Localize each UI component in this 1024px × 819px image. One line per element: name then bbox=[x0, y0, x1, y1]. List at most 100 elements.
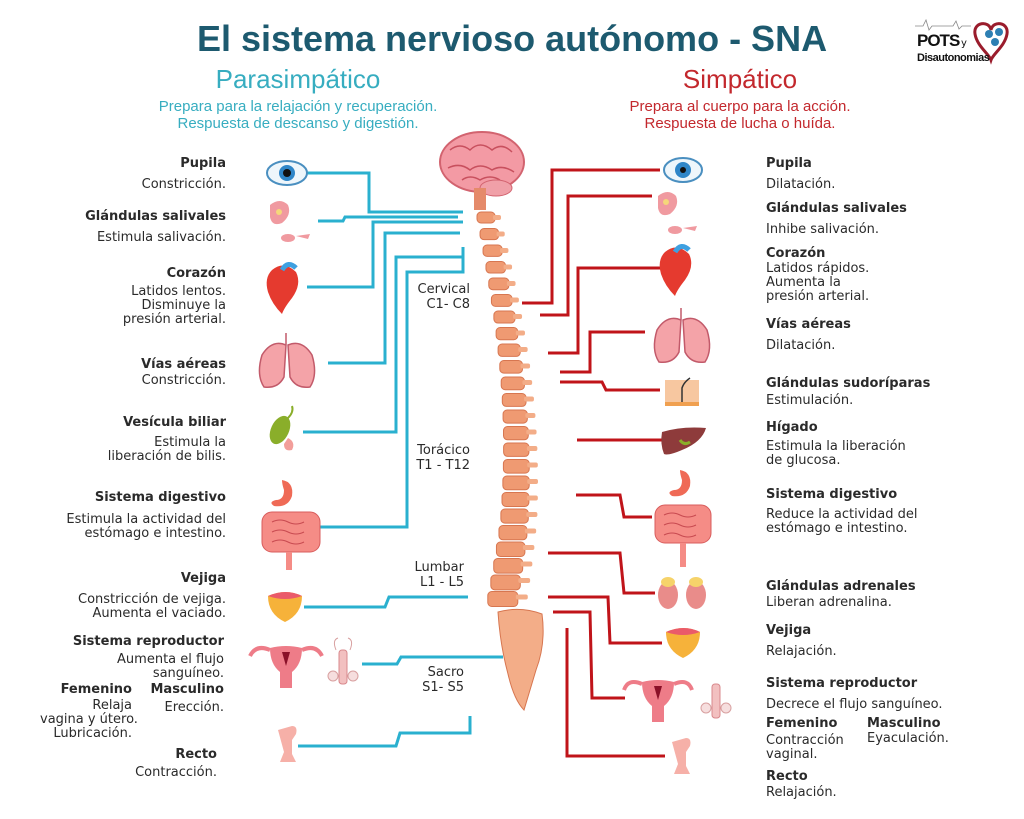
sympathetic-nerve-lines bbox=[522, 168, 665, 758]
vertebra-process bbox=[525, 413, 536, 418]
item-desc: Constricción. bbox=[141, 177, 226, 192]
item-desc: Relajación. bbox=[766, 644, 837, 659]
segment-name: Cervical bbox=[417, 282, 470, 297]
skin-icon bbox=[665, 377, 699, 406]
item-title: Vías aéreas bbox=[766, 317, 851, 332]
vertebra-process bbox=[496, 231, 505, 237]
stomach-icon bbox=[669, 470, 691, 497]
vertebra bbox=[495, 327, 519, 341]
male-title: Masculino bbox=[867, 716, 941, 731]
heart-icon bbox=[659, 244, 692, 296]
vertebra-process bbox=[515, 330, 525, 336]
vertebra-process bbox=[527, 479, 538, 484]
vertebra bbox=[476, 211, 496, 224]
vertebra bbox=[498, 525, 528, 541]
lungs-icon bbox=[258, 333, 316, 389]
gallbladder-icon bbox=[269, 405, 294, 451]
item-title: Glándulas adrenales bbox=[766, 579, 916, 594]
item-desc: Estimula la actividad del estómago e int… bbox=[66, 512, 226, 541]
item-desc: Constricción de vejiga. Aumenta el vacia… bbox=[78, 592, 226, 621]
vertebra bbox=[490, 294, 513, 307]
intestine-icon bbox=[654, 504, 712, 567]
logo-text: POTS bbox=[917, 31, 960, 50]
item-desc: Reduce la actividad del estómago e intes… bbox=[766, 507, 918, 536]
item-title: Glándulas salivales bbox=[85, 209, 226, 224]
male-desc: Erección. bbox=[164, 700, 224, 715]
vertebra bbox=[500, 376, 525, 391]
item-title: Vías aéreas bbox=[141, 357, 226, 372]
parasympathetic-heading: Parasimpático bbox=[215, 64, 381, 94]
item-title: Vesícula biliar bbox=[123, 415, 226, 430]
vertebra-process bbox=[526, 495, 538, 501]
vertebra-process bbox=[526, 446, 538, 451]
vertebra-process bbox=[524, 396, 534, 402]
vertebra-process bbox=[522, 545, 535, 550]
stomach-icon bbox=[271, 480, 293, 507]
vertebra-process bbox=[527, 462, 538, 468]
vertebra bbox=[482, 244, 503, 257]
vertebra bbox=[502, 409, 528, 424]
item-desc: Dilatación. bbox=[766, 338, 836, 353]
female-desc: Contracción vaginal. bbox=[766, 733, 844, 762]
item-title: Sistema reproductor bbox=[766, 676, 918, 691]
vertebra-process bbox=[526, 429, 537, 435]
vertebra bbox=[503, 426, 529, 441]
item-title: Hígado bbox=[766, 420, 818, 435]
male-desc: Eyaculación. bbox=[867, 731, 949, 746]
bladder-icon bbox=[666, 628, 700, 658]
vertebra bbox=[499, 360, 523, 374]
parasympathetic-female: Femenino Relaja vagina y útero. Lubricac… bbox=[40, 682, 138, 741]
item-desc: Decrece el flujo sanguíneo. bbox=[766, 697, 943, 712]
item-title: Corazón bbox=[166, 266, 226, 281]
vertebra bbox=[493, 310, 516, 324]
heart-icon bbox=[266, 262, 299, 314]
vertebra bbox=[495, 541, 526, 557]
item-title: Recto bbox=[766, 769, 808, 784]
vertebra bbox=[503, 442, 530, 457]
lungs-icon bbox=[653, 308, 711, 364]
item-desc: Estimula salivación. bbox=[96, 230, 226, 245]
vertebra bbox=[488, 277, 510, 291]
vertebra bbox=[500, 508, 529, 524]
vertebra bbox=[490, 574, 521, 591]
vertebra bbox=[487, 591, 519, 607]
segment-range: T1 - T12 bbox=[416, 458, 470, 473]
intestine-icon bbox=[261, 511, 321, 570]
logo-text: Disautonomias bbox=[917, 52, 990, 64]
female-title: Femenino bbox=[60, 682, 132, 697]
item-title: Corazón bbox=[766, 246, 826, 261]
segment-range: C1- C8 bbox=[426, 297, 470, 312]
item-title: Recto bbox=[175, 747, 217, 762]
item-desc: Constricción. bbox=[141, 373, 226, 388]
item-desc: Estimulación. bbox=[766, 393, 854, 408]
male-reproductive-icon bbox=[327, 637, 359, 685]
vertebra-process bbox=[500, 248, 509, 253]
female-desc: Relaja vagina y útero. Lubricación. bbox=[40, 698, 138, 741]
segment-name: Sacro bbox=[427, 665, 464, 680]
sympathetic-subtitle-1: Prepara al cuerpo para la acción. bbox=[629, 98, 851, 115]
vertebra-process bbox=[518, 347, 528, 352]
liver-icon bbox=[661, 427, 706, 455]
sympathetic-subtitle-2: Respuesta de lucha o huída. bbox=[644, 115, 836, 132]
item-desc: Estimula la liberación de glucosa. bbox=[766, 439, 906, 468]
vertebra bbox=[479, 228, 500, 241]
segment-range: S1- S5 bbox=[422, 680, 464, 695]
vertebra-process bbox=[520, 561, 533, 567]
